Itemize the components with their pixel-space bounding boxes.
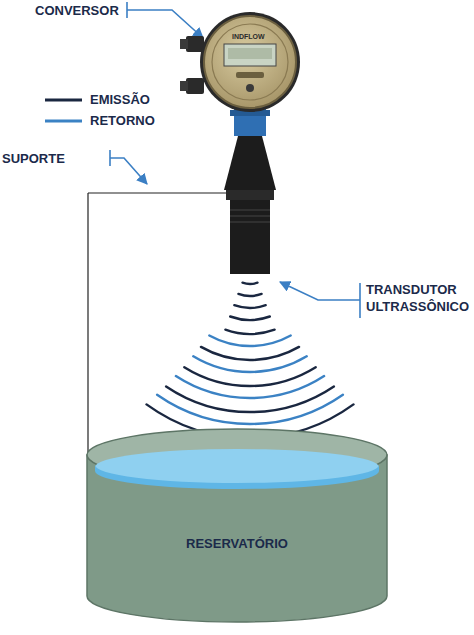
wave-arc	[193, 356, 306, 372]
wave-arc	[230, 317, 270, 320]
ultrasonic-waves	[147, 283, 354, 438]
brand-label: INDFLOW	[232, 33, 265, 40]
leader-lines	[110, 2, 360, 318]
wave-arc	[238, 294, 261, 296]
part-label: SUPORTE	[2, 151, 65, 168]
part-label: TRANSDUTOR ULTRASSÔNICO	[366, 282, 470, 316]
part-label: CONVERSOR	[35, 3, 119, 20]
legend-text: RETORNO	[90, 113, 155, 130]
wave-arc	[209, 336, 290, 347]
wave-arc	[176, 376, 324, 398]
wave-arc	[166, 386, 334, 412]
legend-line-return	[45, 120, 82, 123]
wave-arc	[201, 347, 299, 360]
reservoir-tank: RESERVATÓRIO	[86, 428, 388, 624]
legend-text: EMISSÃO	[90, 92, 150, 109]
wave-arc	[157, 395, 343, 424]
wave-arc	[225, 330, 274, 334]
legend-line-emission	[45, 99, 82, 102]
wave-arc	[243, 283, 258, 284]
tank-shape	[86, 428, 388, 624]
level-transmitter	[180, 12, 300, 274]
wave-arc	[234, 305, 265, 308]
tank-label: RESERVATÓRIO	[86, 428, 388, 551]
wave-arc	[184, 367, 315, 386]
support-frame	[88, 193, 238, 470]
